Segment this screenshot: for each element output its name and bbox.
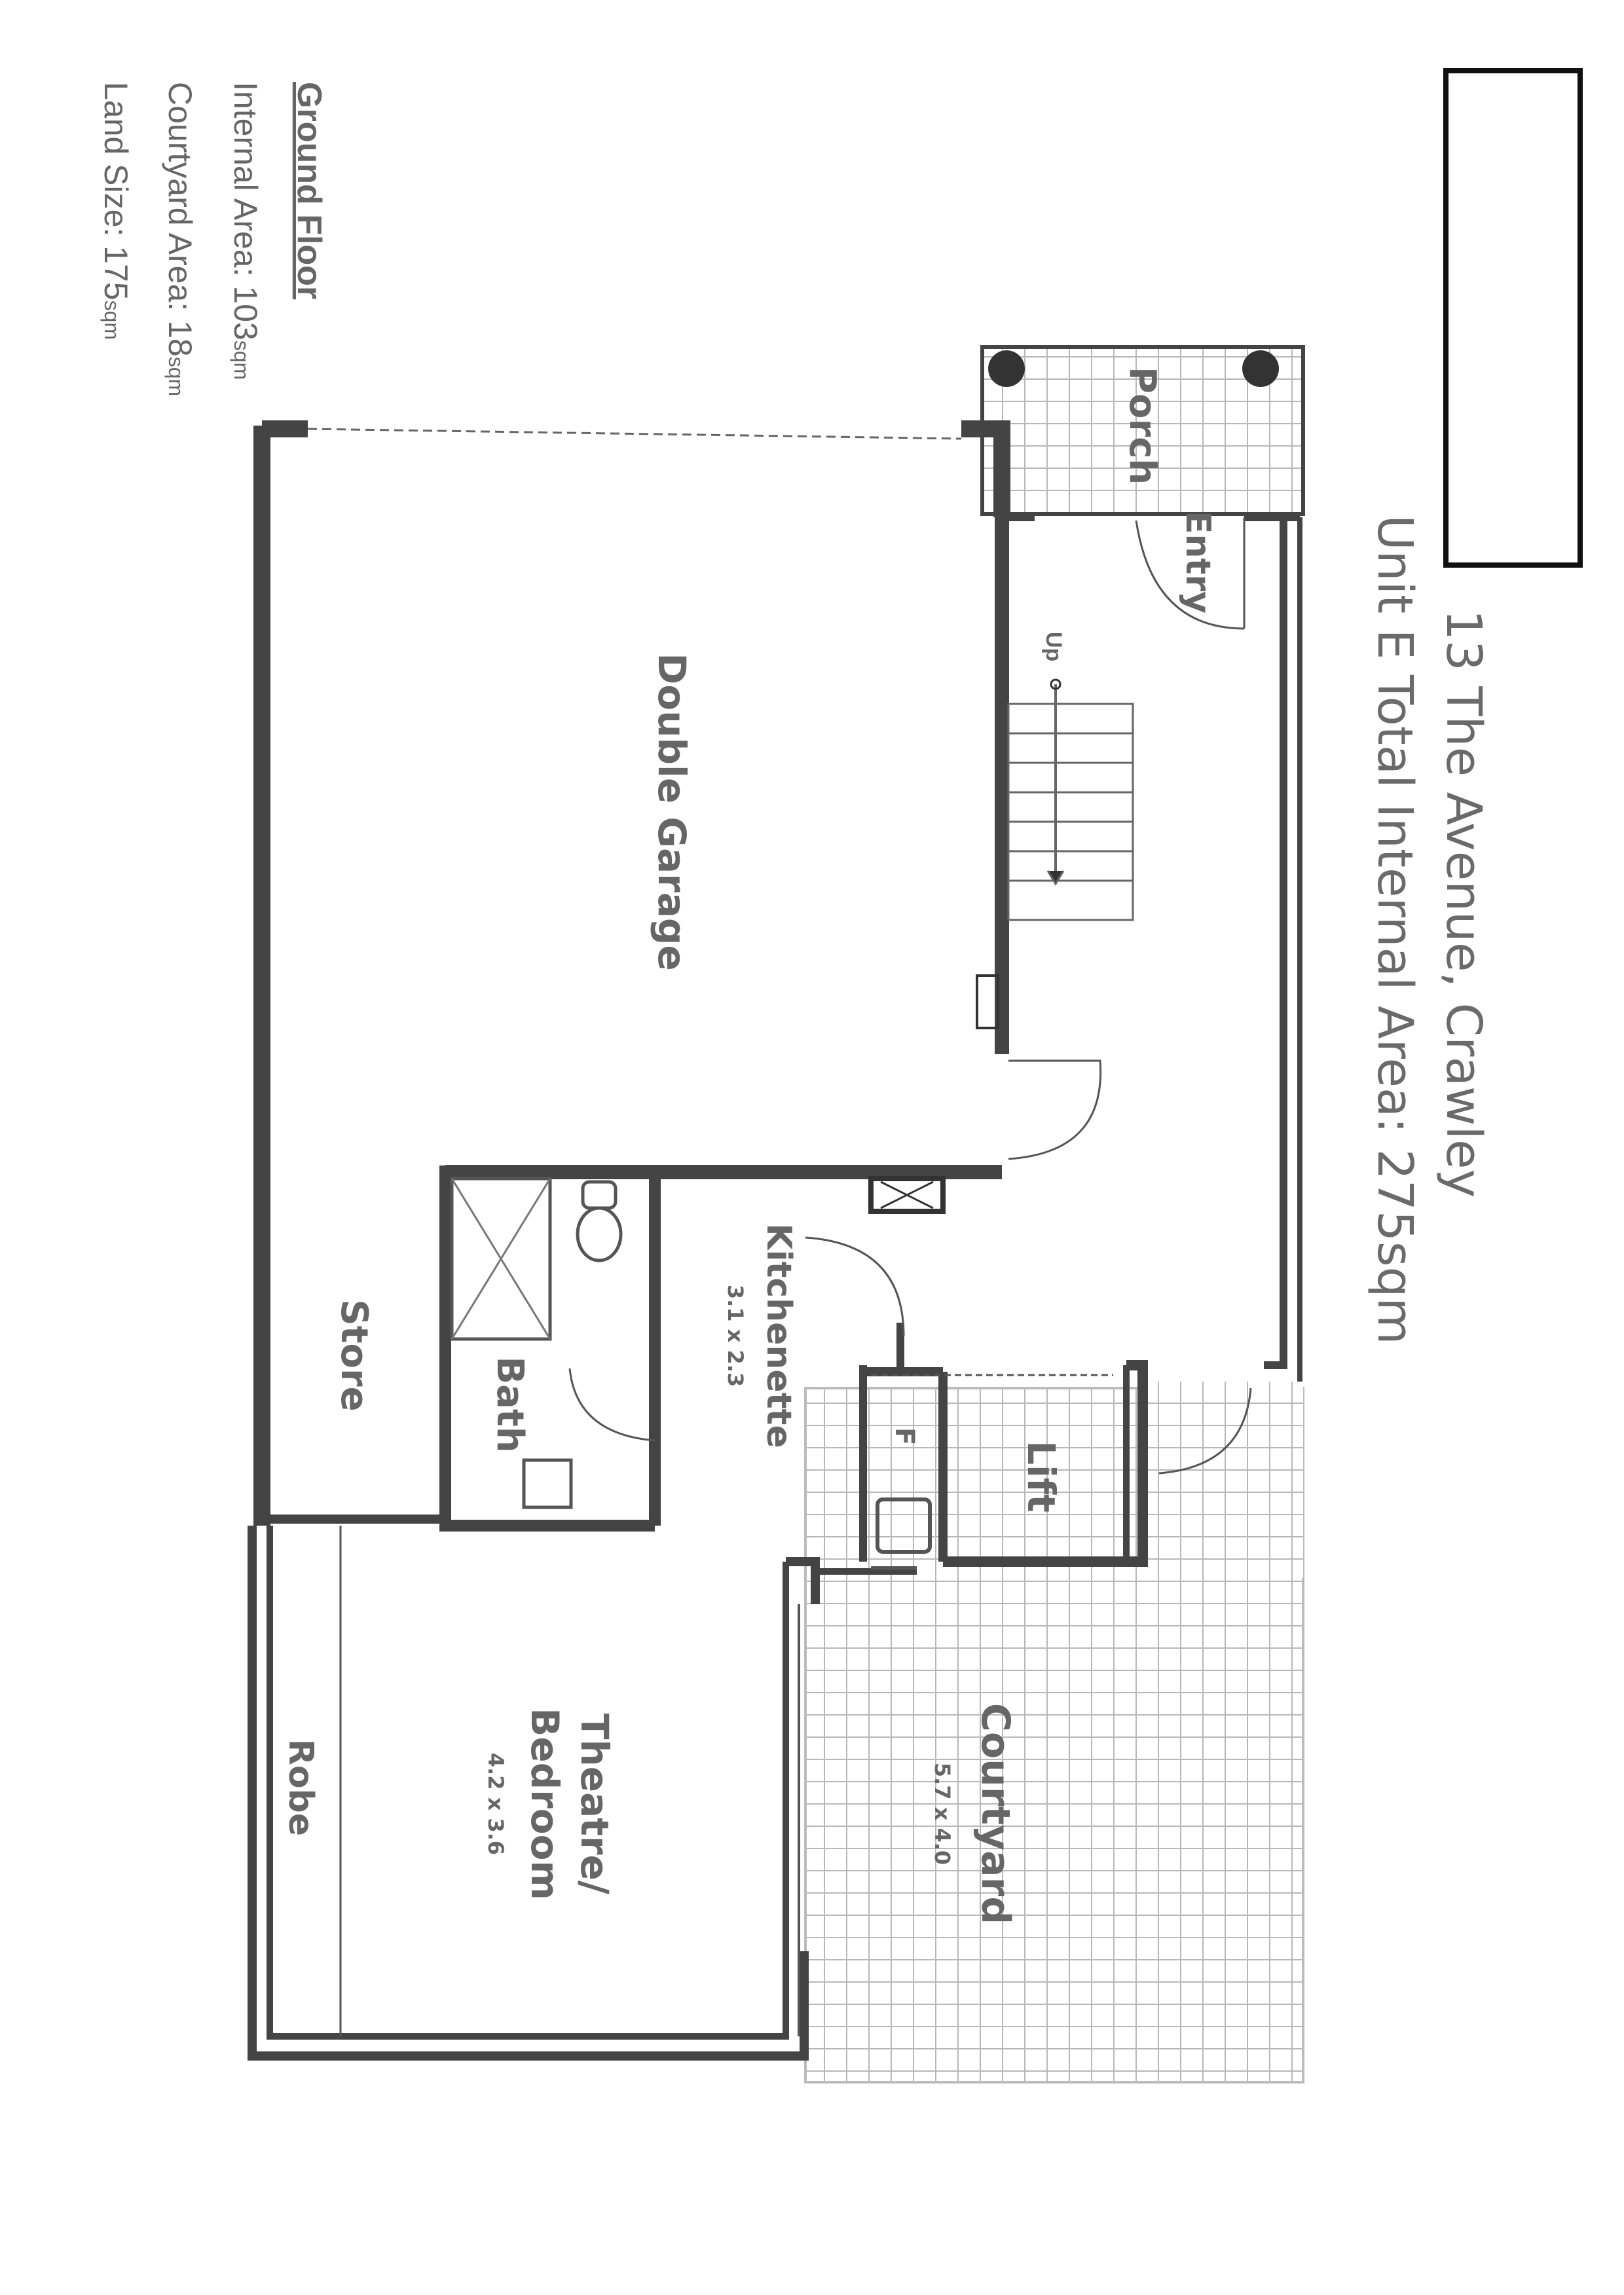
kitchen-sink-icon — [876, 1497, 932, 1554]
entry-label: Entry — [1178, 511, 1217, 614]
porch-column-icon — [1242, 350, 1279, 387]
land-size: Land Size: 175sqm — [98, 82, 134, 340]
address-heading: 13 The Avenue, Crawley — [1435, 610, 1492, 1198]
courtyard-label: Courtyard — [972, 1703, 1018, 1924]
flue-cross-icon — [880, 1181, 934, 1209]
bath-label: Bath — [489, 1356, 531, 1452]
kitchenette-dimensions: 3.1 x 2.3 — [723, 1285, 748, 1387]
stairs-start-icon — [1050, 678, 1061, 690]
toilet-icon — [576, 1206, 623, 1262]
garage-door — [307, 428, 962, 440]
total-area-heading: Unit E Total Internal Area: 275sqm — [1367, 515, 1423, 1344]
label-box — [1443, 68, 1583, 568]
stairs-up-label: Up — [1041, 632, 1066, 661]
internal-area: Internal Area: 103sqm — [227, 82, 264, 380]
walls — [248, 420, 1302, 2061]
courtyard-tiles-upper — [1143, 1382, 1303, 1578]
meter-box-icon — [976, 974, 999, 1029]
kitchenette-label: Kitchenette — [759, 1223, 798, 1448]
lift-label: Lift — [1019, 1441, 1063, 1513]
shower-cross-icon — [451, 1178, 551, 1340]
basin-icon — [522, 1458, 573, 1509]
store-label: Store — [333, 1299, 375, 1411]
stairs — [1007, 684, 1134, 921]
doors — [339, 517, 1252, 2036]
bedroom-label-line1: Theatre/ — [572, 1714, 617, 1895]
flue-icon — [868, 1176, 946, 1214]
porch-label: Porch — [1121, 367, 1164, 485]
room-labels: Porch Entry Double Garage Store Bath Kit… — [281, 367, 1217, 1924]
toilet-cistern-icon — [581, 1180, 618, 1210]
info-block: Ground Floor Internal Area: 103sqm Court… — [98, 82, 328, 396]
courtyard-area: Courtyard Area: 18sqm — [162, 82, 198, 396]
shower-icon — [450, 1177, 552, 1341]
fridge-label: F — [889, 1427, 919, 1445]
porch-column-icon — [988, 350, 1025, 387]
floor-name: Ground Floor — [290, 82, 328, 299]
garage-label: Double Garage — [650, 653, 694, 971]
courtyard-dimensions: 5.7 x 4.0 — [930, 1763, 955, 1865]
bedroom-dimensions: 4.2 x 3.6 — [483, 1753, 508, 1855]
bedroom-label-line2: Bedroom — [523, 1708, 567, 1900]
robe-label: Robe — [281, 1739, 320, 1836]
